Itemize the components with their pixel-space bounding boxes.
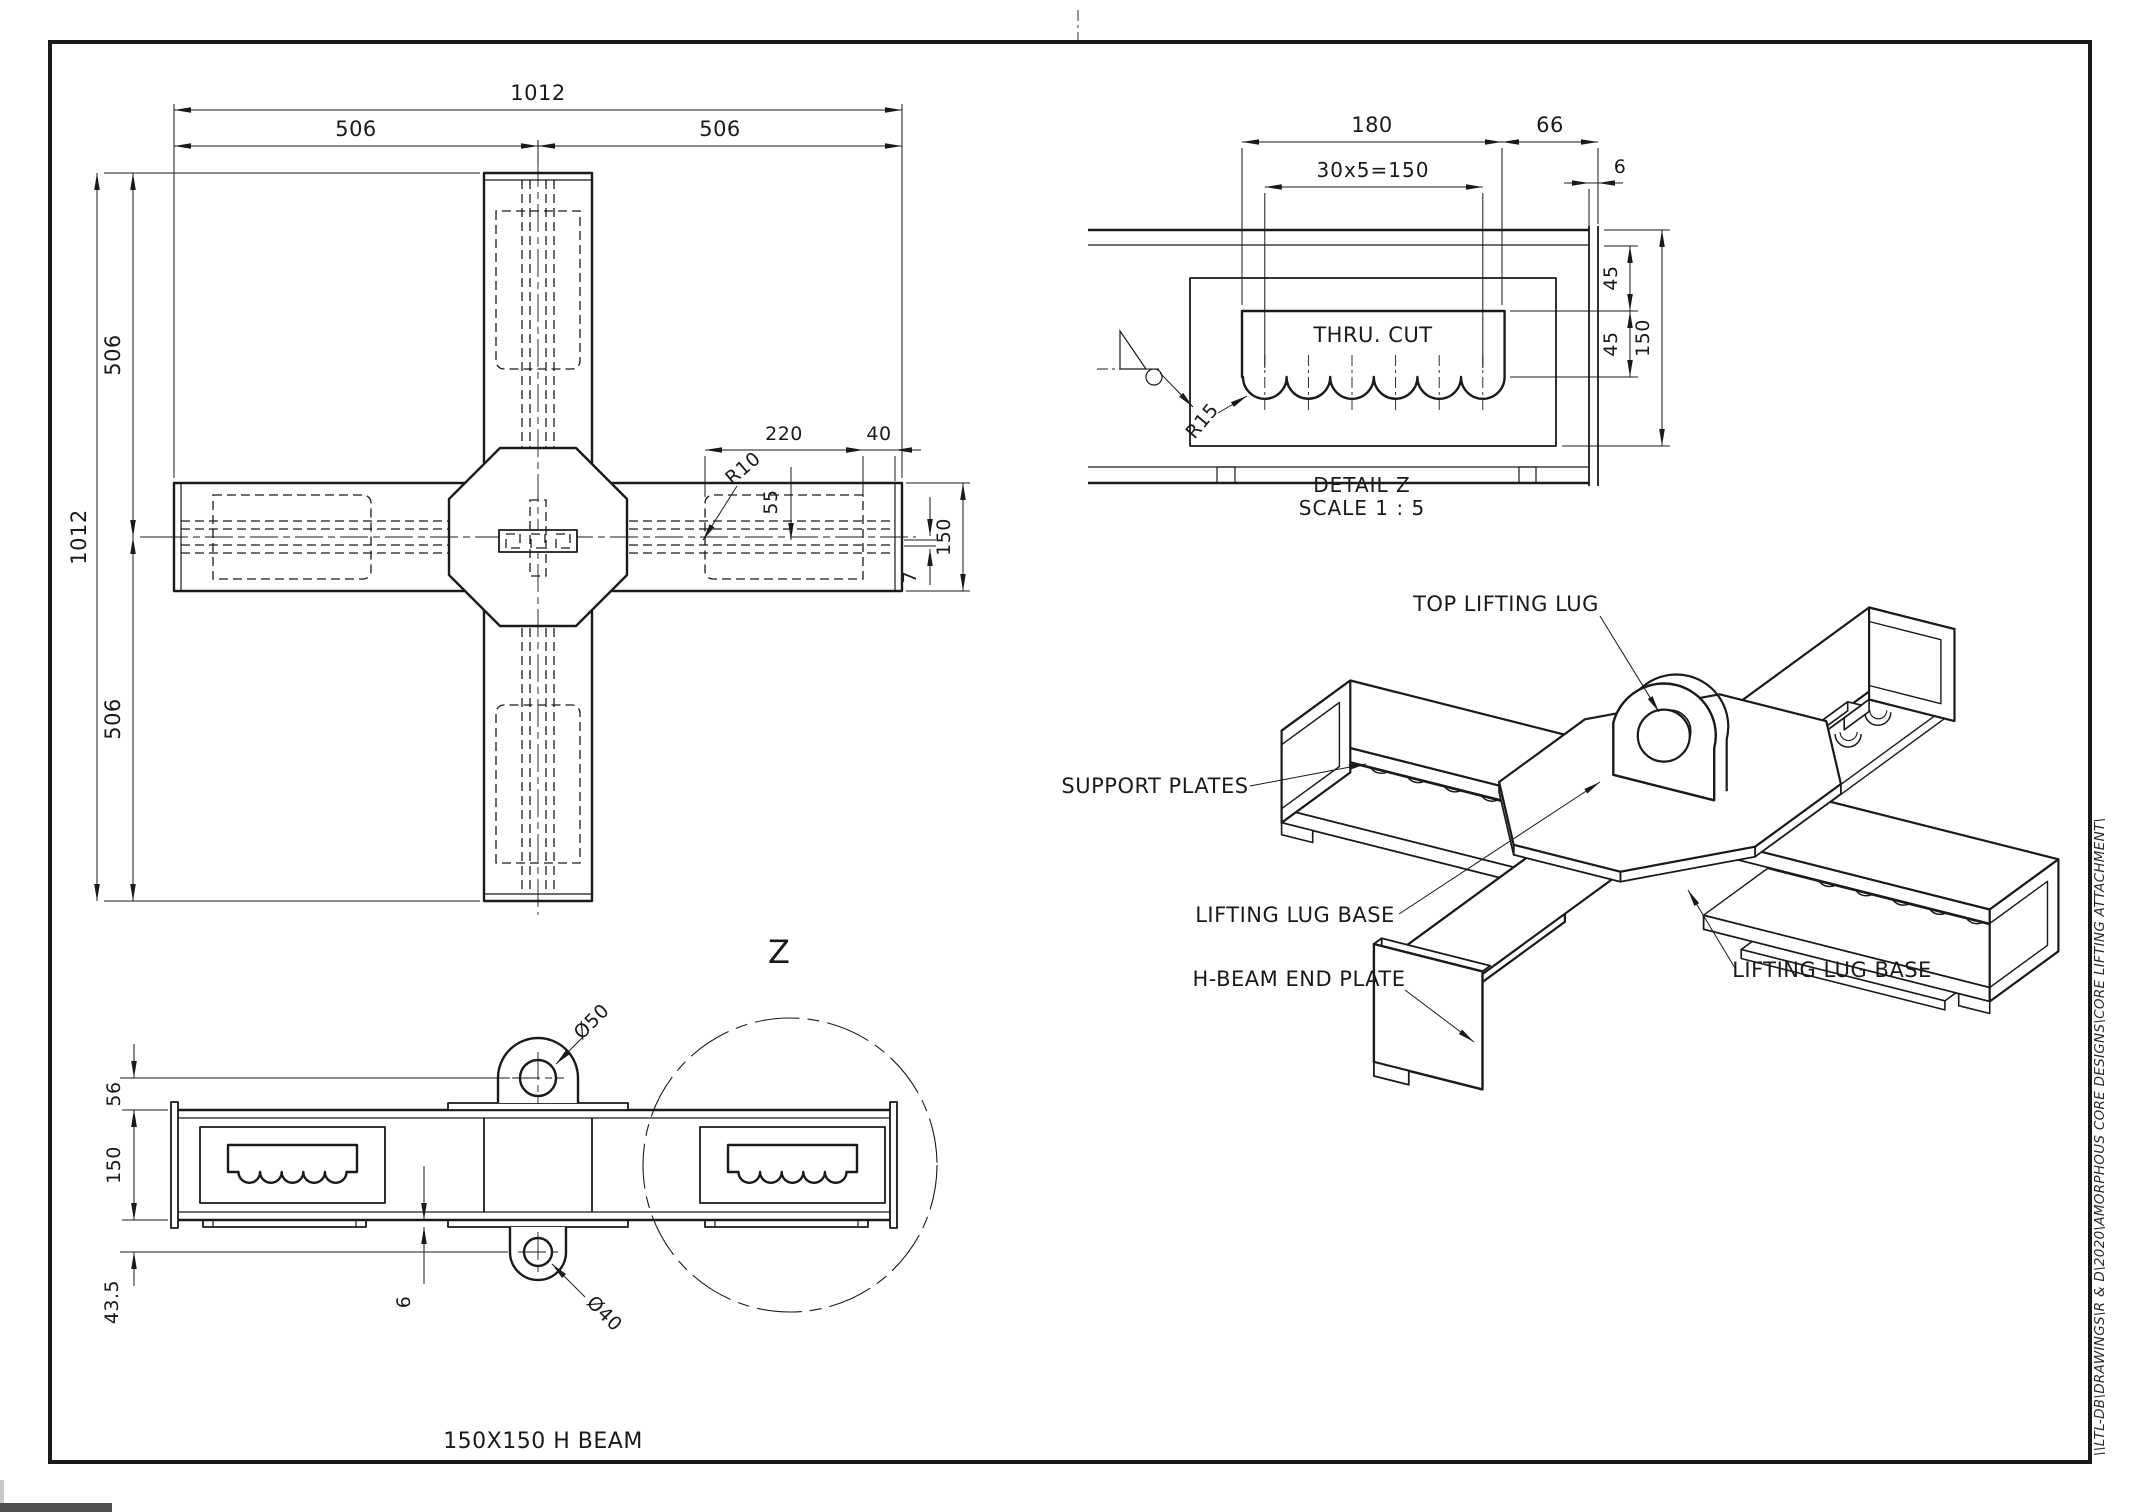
- dim-detail-width: 180: [1351, 113, 1393, 137]
- elevation-caption: 150X150 H BEAM: [443, 1429, 643, 1454]
- dim-top-hole: Ø50: [570, 1000, 614, 1044]
- dim-base-height: 43.5: [101, 1280, 123, 1324]
- label-top-lifting-lug: TOP LIFTING LUG: [1412, 592, 1599, 616]
- detail-scale: SCALE 1 : 5: [1299, 496, 1425, 520]
- dim-bottom-hole: Ø40: [582, 1292, 626, 1336]
- end-plate-right: [889, 1101, 898, 1229]
- hidden-lug-base-bottom: [495, 704, 581, 864]
- detail-z-circle: [642, 1017, 938, 1313]
- hidden-lug-base-left: [212, 494, 372, 580]
- dim-half-bottom: 506: [101, 698, 125, 740]
- dim-end-gap: 40: [866, 423, 891, 445]
- iso-line: [1280, 821, 1314, 844]
- dim-half-top: 506: [101, 334, 125, 376]
- iso-line: [1372, 942, 1484, 1091]
- dim-offset-55: 55: [760, 489, 782, 514]
- sheet-frame: \\LTL-DB\DRAWINGS\R & D\2020\AMORPHOUS C…: [0, 10, 2108, 1512]
- dim-web-gap: 7: [899, 571, 921, 584]
- dim-plate-thickness: 6: [1614, 156, 1627, 178]
- dim-upper-45: 45: [1600, 265, 1622, 290]
- iso-line: [1989, 880, 2049, 989]
- thru-cut-window: [1240, 309, 1506, 400]
- hidden-lug-base-top: [495, 210, 581, 370]
- iso-line: [1869, 710, 1888, 720]
- top-lug-plan: [498, 529, 578, 553]
- dim-scallop-radius: R15: [1181, 399, 1223, 443]
- dim-lug-height: 56: [103, 1081, 125, 1106]
- elevation-view: 56 150 43.5 6 Ø50 Ø40 150X150 H BEAM Z: [101, 933, 938, 1454]
- dim-detail-height: 150: [1632, 319, 1654, 357]
- file-path-text: \\LTL-DB\DRAWINGS\R & D\2020\AMORPHOUS C…: [2092, 818, 2108, 1456]
- iso-line: [1864, 712, 1892, 727]
- detail-z-mark: Z: [768, 933, 790, 971]
- dim-beam-width: 150: [933, 518, 955, 556]
- dim-overall-height: 1012: [67, 509, 91, 564]
- thru-cut-label: THRU. CUT: [1312, 323, 1432, 347]
- dim-detail-pitch: 30x5=150: [1317, 158, 1430, 182]
- window-edge: [0, 1480, 4, 1512]
- weld-symbol-flag: [1119, 329, 1148, 370]
- detail-z-view: 180 66 30x5=150 6 45 45 150 R15 THRU. CU…: [1088, 113, 1670, 520]
- iso-line: [1740, 948, 1946, 1011]
- dim-beam-height: 150: [103, 1146, 125, 1184]
- plan-view: 1012 506 506 1012 506 506 220 40 R10 55 …: [67, 81, 970, 915]
- isometric-view-geometry: [1280, 606, 2060, 1091]
- iso-line: [1834, 733, 1862, 748]
- dim-overall-width: 1012: [510, 81, 565, 105]
- weld-symbol-circle: [1145, 368, 1163, 386]
- iso-line: [1839, 731, 1858, 741]
- iso-line: [1868, 620, 1942, 705]
- iso-lug-hole: [1636, 708, 1691, 763]
- label-support-plates: SUPPORT PLATES: [1061, 774, 1248, 798]
- dim-detail-right: 66: [1536, 113, 1564, 137]
- label-lifting-lug-base-right: LIFTING LUG BASE: [1732, 958, 1932, 982]
- end-plate-left: [170, 1101, 179, 1229]
- hidden-lug-base-right: [704, 494, 864, 580]
- iso-line: [1373, 1061, 1410, 1086]
- detail-title: DETAIL Z: [1313, 473, 1410, 497]
- dim-half-right: 506: [699, 117, 741, 141]
- dim-lower-45: 45: [1600, 331, 1622, 356]
- iso-line: [1280, 701, 1341, 810]
- dim-half-left: 506: [335, 117, 377, 141]
- dim-base-plate-thickness: 6: [393, 1296, 415, 1309]
- border: [48, 40, 2092, 1464]
- dim-lug-plate-length: 220: [765, 423, 803, 445]
- isometric-labels: TOP LIFTING LUG SUPPORT PLATES LIFTING L…: [1061, 592, 1932, 1043]
- iso-line: [1957, 992, 1991, 1015]
- support-plate-outline: [1189, 277, 1557, 447]
- label-h-beam-end-plate: H-BEAM END PLATE: [1193, 967, 1406, 991]
- label-lifting-lug-base-left: LIFTING LUG BASE: [1195, 903, 1395, 927]
- scrollbar-fragment[interactable]: [0, 1503, 112, 1512]
